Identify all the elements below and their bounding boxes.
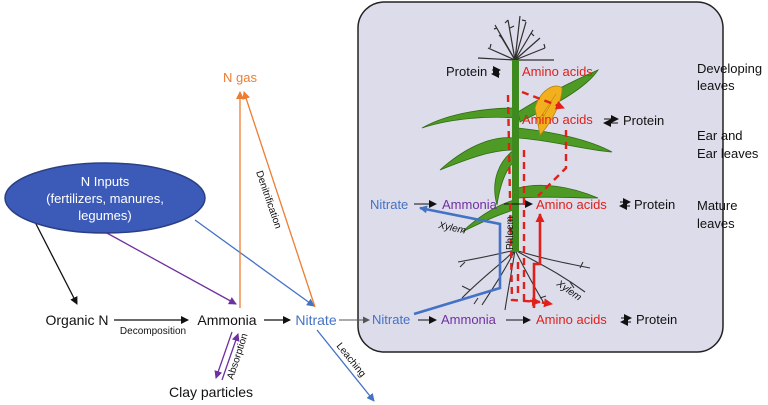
plant-ammonia-bottom: Ammonia: [441, 312, 497, 327]
decomposition-label: Decomposition: [120, 326, 186, 337]
protein-bottom: Protein: [636, 312, 677, 327]
ammonia-soil-label: Ammonia: [197, 312, 256, 328]
amino-acids-bottom: Amino acids: [536, 312, 607, 327]
mature-leaves-label-2: leaves: [697, 216, 735, 231]
protein-ear: Protein: [623, 113, 664, 128]
amino-acids-ear: Amino acids: [522, 112, 593, 127]
corn-ear: [534, 85, 563, 136]
clay-particles-label: Clay particles: [169, 384, 253, 400]
n-inputs-title: N Inputs: [81, 174, 130, 189]
n-inputs-ellipse: [4, 162, 206, 234]
arrow-inputs-to-ammonia: [104, 231, 237, 305]
plant-ammonia-top: Ammonia: [442, 197, 498, 212]
n-inputs-line3: legumes): [78, 208, 131, 223]
n-gas-label: N gas: [223, 70, 257, 85]
n-inputs-line2: (fertilizers, manures,: [46, 191, 164, 206]
phloem-label: Phloem: [505, 216, 516, 250]
mature-leaves-label-1: Mature: [697, 198, 737, 213]
denitrification-label: Denitrification: [253, 169, 283, 230]
ear-leaves-label-1: Ear and: [697, 128, 743, 143]
plant-nitrate-top: Nitrate: [370, 197, 408, 212]
arrow-denitrification: [242, 91, 316, 308]
xylem-path-right: [532, 213, 545, 308]
stalk: [512, 60, 519, 252]
phloem-dashed-paths: [506, 90, 568, 308]
arrow-absorption-down: [214, 331, 233, 379]
arrow-absorption-up: [221, 333, 240, 381]
developing-leaves-label-1: Developing: [697, 61, 762, 76]
organic-n-label: Organic N: [45, 312, 108, 328]
protein-developing: Protein: [446, 64, 487, 79]
protein-mature: Protein: [634, 197, 675, 212]
arrow-inputs-to-nitrate: [194, 219, 315, 307]
amino-acids-mature: Amino acids: [536, 197, 607, 212]
reversible-arrows: [491, 66, 632, 326]
tassel: [477, 15, 554, 61]
plant-nitrate-bottom: Nitrate: [372, 312, 410, 327]
leaching-label: Leaching: [334, 341, 368, 379]
amino-acids-developing: Amino acids: [522, 64, 593, 79]
developing-leaves-label-2: leaves: [697, 78, 735, 93]
arrow-leaching: [316, 329, 375, 402]
xylem-path-left: [413, 205, 502, 316]
ear-leaves-label-2: Ear leaves: [697, 146, 759, 161]
nitrate-soil-label: Nitrate: [295, 312, 336, 328]
plant-panel: [357, 1, 724, 353]
arrow-inputs-to-organic-n: [34, 221, 78, 305]
